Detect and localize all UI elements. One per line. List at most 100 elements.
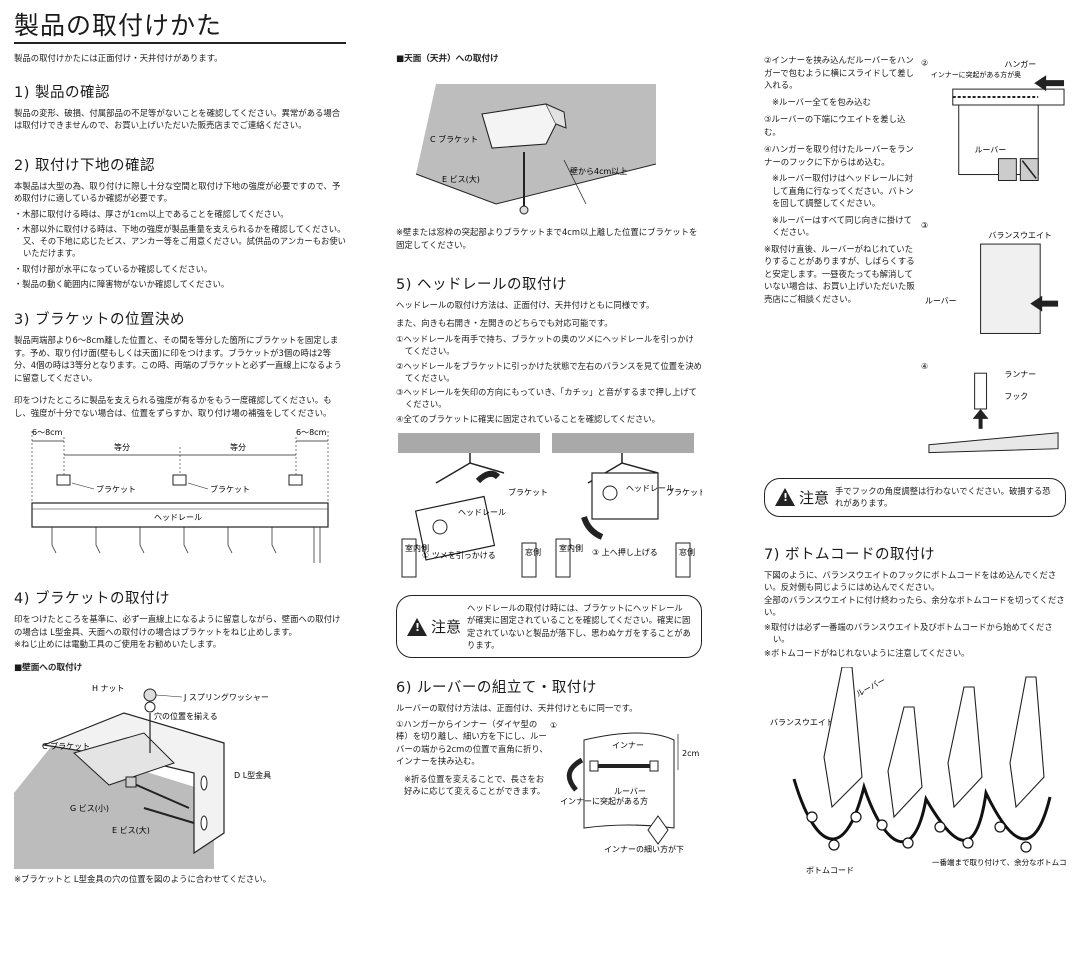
section-7: 7) ボトムコードの取付け 下図のように、バランスウエイトのフックにボトムコード…	[764, 543, 1066, 660]
step-4-note-b: ※ルーバーはすべて同じ向きに掛けてください。	[772, 214, 913, 238]
ceiling-mount-diagram: C ブラケット E ビス(大) 壁から4cm以上	[415, 84, 657, 215]
fig1-bracket-label: ブラケット	[508, 487, 548, 497]
louver-assembly-diagram: ① 2cm インナー ルーバー インナーに突起がある方 インナーの細い方が下	[550, 721, 699, 854]
thin-side-label: インナーの細い方が下	[604, 844, 684, 854]
dim-2cm-label: 2cm	[682, 749, 699, 758]
equal-label-2: 等分	[230, 442, 246, 452]
section-4: 4) ブラケットの取付け 印をつけたところを基準に、必ず一直線上になるように留意…	[14, 587, 346, 673]
step-4-text: ④ハンガーを取り付けたルーバーをランナーのフックに下からはめ込む。	[764, 144, 914, 167]
section-7-notes: ※取付けは必ず一番端のバランスウエイト及びボトムコードから始めてください。 ※ボ…	[764, 621, 1066, 660]
list-item: ・製品の動く範囲内に障害物がないか確認してください。	[14, 278, 230, 289]
fig1-headrail-label: ヘッドレール	[458, 508, 506, 517]
fig2-louver-label: ルーバー	[975, 146, 1007, 155]
section-4-note: ※ねじ止めには電動工具のご使用をお勧めいたします。	[14, 639, 222, 650]
section-1: 1) 製品の確認 製品の変形、破損、付属部品の不足等がないことを確認してください…	[14, 81, 346, 132]
wall-mount-title: ■壁面への取付け	[14, 662, 83, 673]
section-1-heading: 1) 製品の確認	[14, 84, 110, 101]
section-6-step-1: ①ハンガーからインナー（ダイヤ型の棒）を切り離し、細い方を下にし、ルーバーの端か…	[396, 718, 548, 767]
align-holes-label: 穴の位置を揃える	[154, 711, 218, 721]
fig2-caption: ③ 上へ押し上げる	[592, 547, 658, 557]
caution-label: 注意	[431, 618, 462, 637]
cut-instruction-label: 一番端まで取り付けて、余分なボトムコードを切る	[932, 857, 1066, 867]
step-2-note: ※ルーバー全てを包み込む	[772, 96, 871, 107]
column-left: 製品の取付けかた 製品の取付けかたには正面付け・天井付けがあります。 1) 製品…	[14, 0, 346, 885]
list-item: ・木部以外に取付ける時は、下地の強度が製品重量を支えられるかを確認してください。…	[14, 223, 346, 259]
step-4-note-c: ※取付け直後、ルーバーがねじれていたりすることがありますが、しばらくすると安定し…	[764, 243, 915, 304]
section-3-heading: 3) ブラケットの位置決め	[14, 312, 185, 329]
section-3: 3) ブラケットの位置決め 製品両端部より6〜8cm離した位置と、その間を等分し…	[14, 308, 346, 419]
fig3-louver-label: ルーバー	[925, 297, 957, 306]
fig2-bracket-label: ブラケット	[666, 487, 702, 497]
fig1-window-label: 窓側	[525, 547, 541, 557]
page-title: 製品の取付けかた	[14, 0, 346, 44]
section-5-body-2: また、向きも右開き・左開きのどちらでも対応可能です。	[396, 317, 613, 328]
e-screw-label: E ビス(大)	[112, 825, 150, 835]
weight-label: バランスウエイト	[989, 231, 1052, 240]
inner-label: インナー	[612, 741, 644, 750]
fig1-indoor-label: 室内側	[405, 543, 429, 553]
c-bracket-label: C ブラケット	[42, 741, 90, 751]
fig1-caption: ① ツメを引っかける	[422, 551, 496, 560]
section-2: 2) 取付け下地の確認 本製品は大型の為、取り付けに際し十分な空間と取付け下地の…	[14, 154, 346, 291]
section-6-note-1: ※折る位置を変えることで、長さをお好みに応じて変えることができます。	[404, 773, 546, 797]
runner-label: ランナー	[1004, 370, 1036, 379]
section-6-heading: 6) ルーバーの組立て・取付け	[396, 680, 597, 697]
section-4-body: 印をつけたところを基準に、必ず一直線上になるように留意しながら、壁面への取付けの…	[14, 614, 341, 637]
list-item: ④全てのブラケットに確実に固定されていることを確認してください。	[396, 413, 660, 424]
cord-weight-label: バランスウエイト	[770, 718, 834, 727]
ceiling-c-bracket-label: C ブラケット	[430, 134, 478, 144]
left-dim-label: 6〜8cm	[32, 428, 63, 437]
bracket-marker-1	[56, 474, 71, 486]
section-6: 6) ルーバーの組立て・取付け ルーバーの取付け方法は、正面付け、天井付けともに…	[396, 676, 702, 856]
inner-back-label: インナーに突起がある方が奥	[931, 70, 1021, 79]
equal-label-1: 等分	[114, 442, 130, 452]
fig3-number: ③	[921, 221, 928, 230]
wall-distance-label: 壁から4cm以上	[570, 166, 627, 176]
bottom-cord-diagram: ルーバー バランスウエイト ボトムコード 一番端まで取り付けて、余分なボトムコー…	[770, 666, 1080, 875]
caution-text: ヘッドレールの取付け時には、ブラケットにヘッドレールが確実に固定されていることを…	[467, 603, 691, 650]
hanger-label: ハンガー	[1004, 59, 1036, 69]
list-item: ①ヘッドレールを両手で持ち、ブラケットの奥のツメにヘッドレールを引っかけてくださ…	[396, 334, 694, 357]
bracket-position-diagram: 6〜8cm 6〜8cm 等分 等分 ブラケット ブラケット ヘッドレール	[31, 428, 329, 564]
j-washer-label: J スプリングワッシャー	[183, 692, 269, 702]
section-7-body-2: 全部のバランスウエイトに付け終わったら、余分なボトムコードを切ってください。	[764, 594, 1065, 618]
headrail-label: ヘッドレール	[154, 513, 202, 522]
ceiling-e-screw-label: E ビス(大)	[442, 174, 480, 184]
section-7-heading: 7) ボトムコードの取付け	[764, 546, 935, 563]
right-dim-label: 6〜8cm	[296, 428, 327, 437]
fig2-headrail-label: ヘッドレール	[626, 484, 674, 493]
column-middle: ■天面（天井）への取付け C ブラケット E ビス(大) 壁から4cm以上 ※壁…	[396, 52, 706, 856]
column-right: ②インナーを挟み込んだルーバーをハンガーで包むように横にスライドして差し入れる。…	[764, 54, 1080, 881]
bracket-label-1: ブラケット	[96, 484, 136, 494]
list-item: ※取付けは必ず一番端のバランスウエイト及びボトムコードから始めてください。	[764, 621, 1053, 644]
section-3-body-1: 製品両端部より6〜8cm離した位置と、その間を等分した箇所にブラケットを固定しま…	[14, 335, 342, 383]
section-2-heading: 2) 取付け下地の確認	[14, 157, 155, 174]
fig2-indoor-label: 室内側	[559, 543, 583, 553]
cord-label: ボトムコード	[806, 866, 854, 875]
caution-box-headrail: 注意 ヘッドレールの取付け時には、ブラケットにヘッドレールが確実に固定されている…	[396, 595, 702, 659]
section-6-body: ルーバーの取付け方法は、正面付け、天井付けともに同一です。	[396, 703, 638, 714]
section-2-body: 本製品は大型の為、取り付けに際し十分な空間と取付け下地の強度が必要ですので、予め…	[14, 180, 341, 204]
section-5-heading: 5) ヘッドレールの取付け	[396, 277, 567, 293]
warning-icon	[775, 488, 795, 507]
h-nut-label: H ナット	[92, 684, 125, 693]
caution-label: 注意	[799, 488, 830, 507]
fig2-number: ②	[921, 58, 928, 67]
d-bracket-label: D L型金具	[234, 770, 271, 780]
ceiling-mount-note: ※壁または窓枠の突起部よりブラケットまで4cm以上離した位置にブラケットを固定し…	[396, 227, 698, 250]
hook-label: フック	[1004, 392, 1028, 401]
section-4-heading: 4) ブラケットの取付け	[14, 591, 170, 608]
g-screw-label: G ビス(小)	[70, 804, 109, 813]
ceiling-mount-title: ■天面（天井）への取付け	[396, 54, 499, 64]
wall-mount-diagram: H ナット J スプリングワッシャー 穴の位置を揃える C ブラケット D L型…	[14, 684, 271, 869]
bracket-marker-3	[288, 474, 303, 486]
intro-text: 製品の取付けかたには正面付け・天井付けがあります。	[14, 53, 223, 63]
section-2-list: ・木部に取付ける時は、厚さが1cm以上であることを確認してください。 ・木部以外…	[14, 208, 346, 291]
list-item: ③ヘッドレールを矢印の方向にもっていき、「カチッ」と音がするまで押し上げてくださ…	[396, 387, 697, 410]
fig2-window-label: 窓側	[679, 547, 695, 557]
protrusion-label: インナーに突起がある方	[560, 796, 648, 806]
caution-box-hook: 注意 手でフックの角度調整は行わないでください。破損する恐れがあります。	[764, 478, 1066, 517]
step-3-text: ③ルーバーの下端にウエイトを差し込む。	[764, 114, 906, 137]
list-item: ※ボトムコードがねじれないように注意してください。	[764, 648, 970, 659]
step-2-text: ②インナーを挟み込んだルーバーをハンガーで包むように横にスライドして差し入れる。	[764, 55, 914, 90]
